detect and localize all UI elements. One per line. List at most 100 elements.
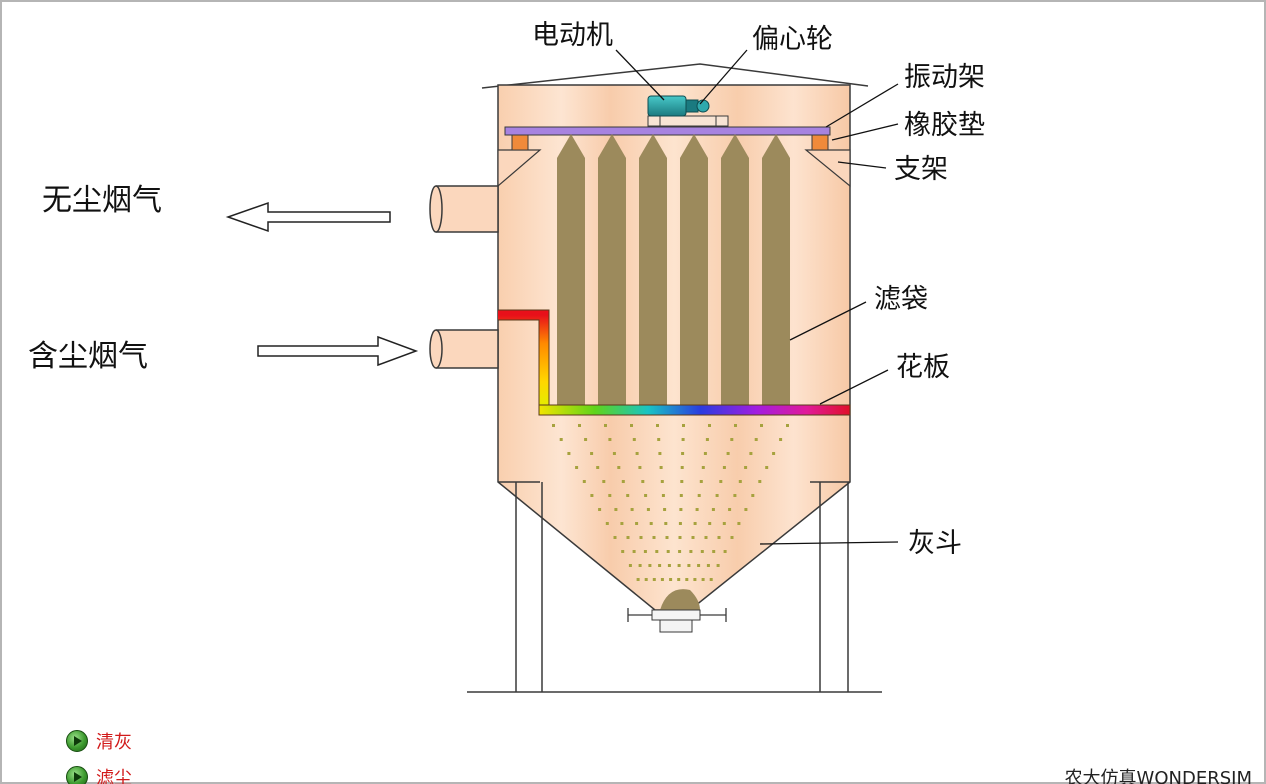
dust-particle [697,494,701,497]
dusty-gas-arrow [257,335,419,367]
clean-ash-button[interactable]: 清灰 [66,728,132,754]
dust-pile [660,589,700,610]
dust-particle [754,438,758,441]
dust-particle [628,564,632,567]
dust-particle [678,522,682,525]
dust-particle [685,578,689,581]
dust-particle [682,424,685,427]
inlet-pipe [429,329,499,369]
tube-plate [538,404,851,416]
dust-particle [652,536,656,539]
dust-particle [669,578,673,581]
dust-particle [567,452,571,455]
dust-particle [657,438,661,441]
dust-particle [728,508,732,511]
dust-particle [689,550,693,553]
dust-particle [656,424,659,427]
dust-particle [658,564,662,567]
dust-particle [722,522,726,525]
dust-particle [701,578,705,581]
dust-particle [706,564,710,567]
dust-particle [691,536,695,539]
dust-particle [630,508,634,511]
dust-particle [659,466,663,469]
dust-particle [641,480,645,483]
filter-dust-button[interactable]: 滤尘 [66,764,132,784]
dust-particle [620,522,624,525]
support-legs [467,481,882,693]
label-ash-hopper: 灰斗 [908,528,962,559]
dust-particle [681,438,685,441]
dust-particle [658,452,662,455]
dust-particle [751,494,755,497]
dust-particle [708,522,712,525]
dust-particle [704,536,708,539]
dust-particle [786,424,789,427]
dust-particle [722,466,726,469]
dust-particle [635,452,639,455]
dust-particle [699,480,703,483]
dust-particle [737,522,741,525]
label-motor: 电动机 [532,20,613,51]
dust-particle [693,578,697,581]
dust-particle [552,424,555,427]
dust-particle [644,578,648,581]
dust-particle [695,508,699,511]
dust-particle [590,494,594,497]
dust-particle [582,480,586,483]
dust-particle [660,578,664,581]
dust-particle [715,494,719,497]
dust-particle [635,522,639,525]
dust-particle [605,522,609,525]
dust-particle [700,550,704,553]
dust-particle [723,550,727,553]
label-vibration-frame: 振动架 [904,62,985,93]
dust-particle [705,438,709,441]
outlet-pipe [429,185,499,233]
dust-particle [733,494,737,497]
dust-particle [614,508,618,511]
label-filter-bag: 滤袋 [874,284,928,315]
dust-particle [636,578,640,581]
dust-particle [701,466,705,469]
dust-particle [666,550,670,553]
dust-particle [596,466,600,469]
dust-particle [772,452,776,455]
dust-particle [604,424,607,427]
dust-particle [621,480,625,483]
label-support: 支架 [894,154,948,185]
dust-particle [730,536,734,539]
dust-particle [648,564,652,567]
dust-particle [680,480,684,483]
dust-particle [708,424,711,427]
dust-particle [602,480,606,483]
play-icon [66,730,88,752]
dust-particle [697,564,701,567]
dust-particle [665,536,669,539]
dust-particle [719,480,723,483]
dust-particle [779,438,783,441]
dust-particle [663,508,667,511]
rubber-pad-left [511,134,529,151]
dust-particle [680,466,684,469]
dust-particle [632,438,636,441]
label-dusty-gas: 含尘烟气 [28,339,148,374]
filter-housing [497,84,851,611]
play-icon [66,766,88,784]
dust-particle [613,536,617,539]
dust-particle [734,424,737,427]
dust-particle [575,466,579,469]
dust-particle [608,494,612,497]
dust-particle [678,536,682,539]
dust-particle [717,536,721,539]
dust-particle [578,424,581,427]
dust-particle [626,536,630,539]
dust-particle [726,452,730,455]
dust-particle [730,438,734,441]
roof [481,63,869,89]
label-rubber-pad: 橡胶垫 [904,110,985,141]
dust-particle [758,480,762,483]
